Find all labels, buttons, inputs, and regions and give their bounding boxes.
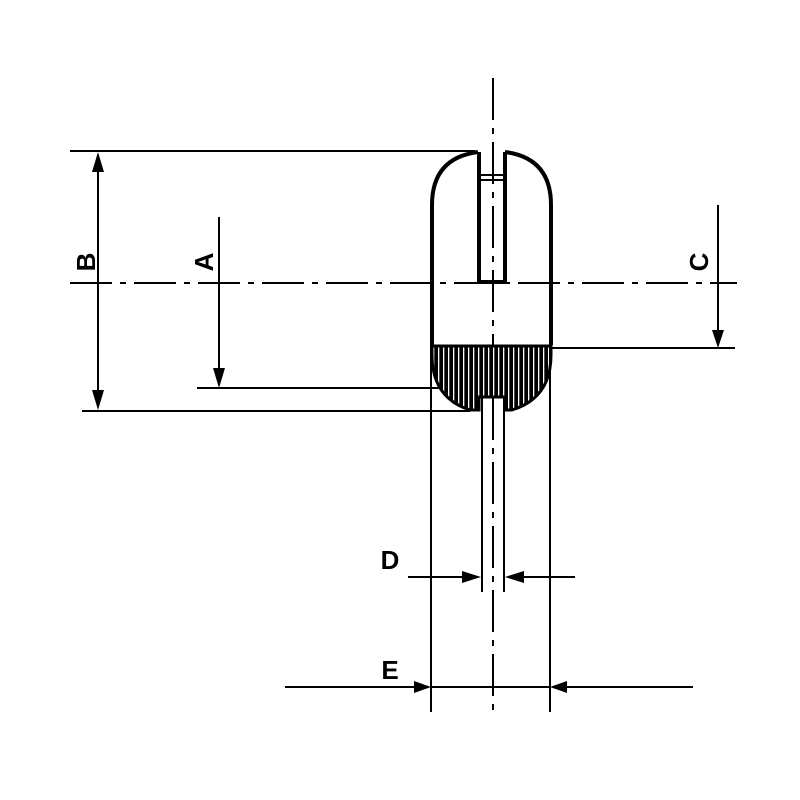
dimension-a: A — [189, 217, 225, 388]
dimension-d: D — [381, 545, 575, 583]
label-c: C — [684, 252, 714, 271]
dimension-e: E — [285, 655, 693, 693]
dimension-b: B — [71, 152, 104, 410]
label-d: D — [381, 545, 400, 575]
dimension-c: C — [684, 205, 724, 348]
hatched-base — [430, 344, 553, 412]
body-outline — [430, 150, 553, 345]
label-a: A — [189, 252, 219, 271]
shaft — [481, 397, 505, 592]
label-e: E — [381, 655, 398, 685]
label-b: B — [71, 253, 101, 272]
